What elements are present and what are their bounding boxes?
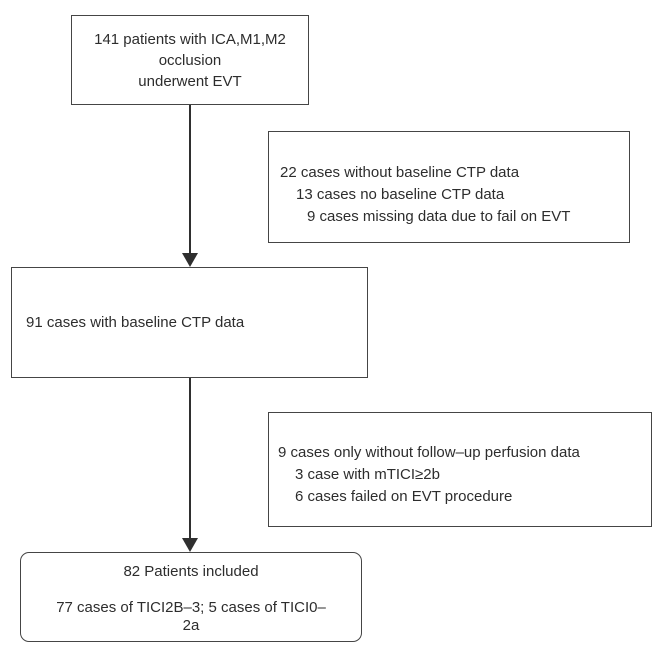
included-line bbox=[21, 581, 361, 599]
arrow-enrollment-to-baseline-head-icon bbox=[182, 253, 198, 267]
enrollment-line: occlusion bbox=[158, 51, 222, 69]
exclusion-followup-line: 6 cases failed on EVT procedure bbox=[295, 488, 513, 505]
node-baseline-ctp: 91 cases with baseline CTP data bbox=[11, 267, 368, 378]
arrow-baseline-to-included-line bbox=[189, 378, 191, 539]
exclusion-baseline-line: 22 cases without baseline CTP data bbox=[280, 164, 520, 181]
enrollment-line: 141 patients with ICA,M1,M2 bbox=[94, 30, 286, 48]
baseline-ctp-line: 91 cases with baseline CTP data bbox=[26, 314, 245, 331]
node-exclusion-followup: 9 cases only without follow–up perfusion… bbox=[268, 412, 652, 527]
node-enrollment: 141 patients with ICA,M1,M2 occlusion un… bbox=[71, 15, 309, 105]
arrow-baseline-to-included-head-icon bbox=[182, 538, 198, 552]
arrow-enrollment-to-baseline-line bbox=[189, 105, 191, 254]
exclusion-followup-line: 3 case with mTICI≥2b bbox=[295, 466, 440, 483]
included-line: 77 cases of TICI2B–3; 5 cases of TICI0– bbox=[56, 599, 326, 616]
enrollment-line: underwent EVT bbox=[138, 72, 242, 90]
exclusion-followup-line: 9 cases only without follow–up perfusion… bbox=[278, 444, 580, 461]
included-line: 2a bbox=[182, 617, 200, 634]
node-included: 82 Patients included 77 cases of TICI2B–… bbox=[20, 552, 362, 642]
node-exclusion-baseline: 22 cases without baseline CTP data 13 ca… bbox=[268, 131, 630, 243]
exclusion-baseline-line: 13 cases no baseline CTP data bbox=[296, 186, 505, 203]
exclusion-baseline-line: 9 cases missing data due to fail on EVT bbox=[307, 208, 571, 225]
included-line: 82 Patients included bbox=[123, 563, 259, 580]
